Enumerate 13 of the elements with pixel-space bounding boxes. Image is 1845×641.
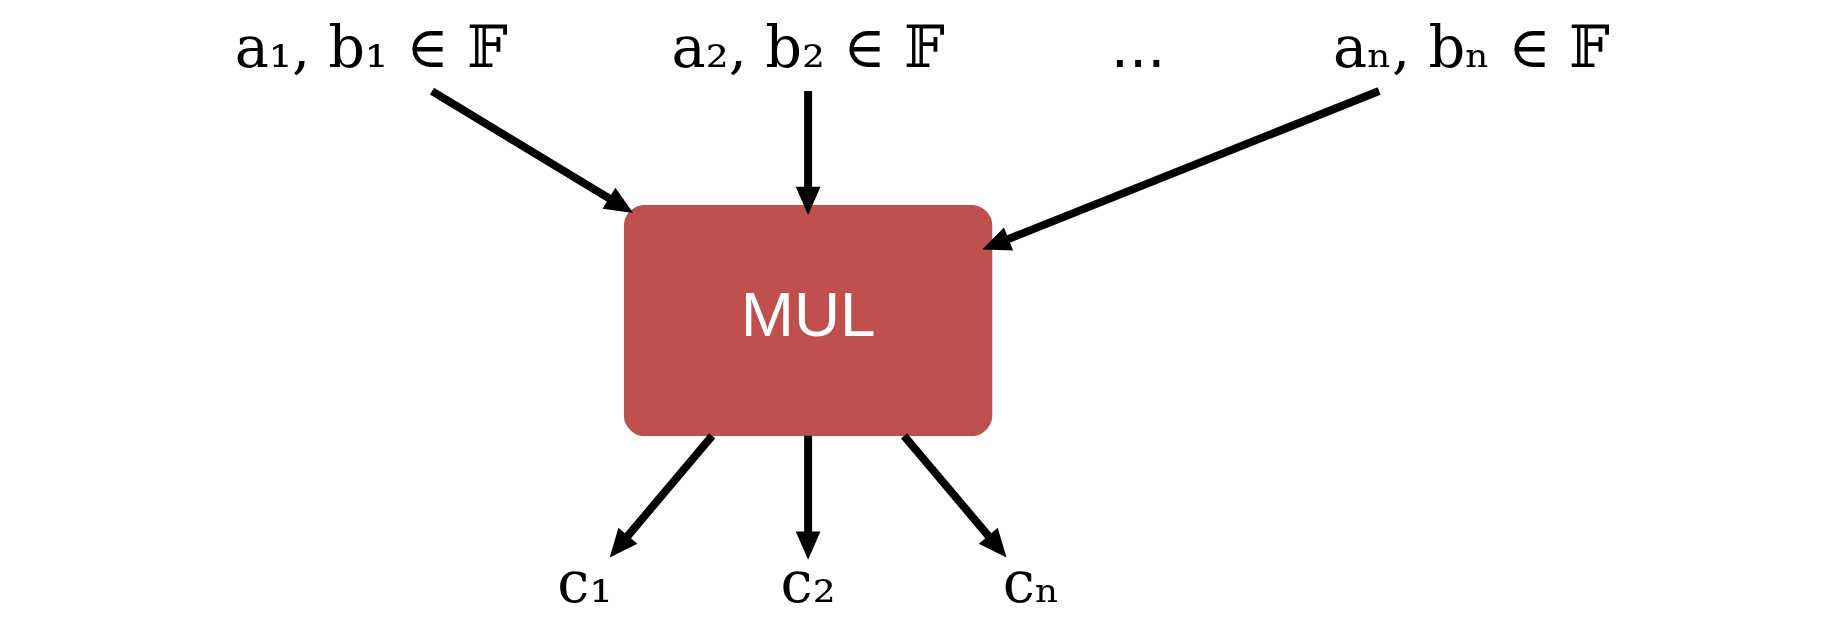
node-text: cₙ	[1002, 549, 1060, 617]
node-text: a₂, b₂ ∈ 𝔽	[671, 13, 945, 81]
arrow	[429, 87, 634, 213]
node-text: aₙ, bₙ ∈ 𝔽	[1332, 13, 1610, 81]
node-text: a₁, b₁ ∈ 𝔽	[234, 13, 508, 81]
arrow	[901, 433, 1007, 558]
arrow	[982, 87, 1381, 251]
node-text: c₂	[780, 549, 836, 617]
node-text: c₁	[557, 549, 613, 617]
label: ...	[1110, 13, 1166, 81]
arrow	[795, 435, 821, 560]
arrow	[609, 433, 716, 558]
node-box: MUL	[623, 204, 993, 437]
